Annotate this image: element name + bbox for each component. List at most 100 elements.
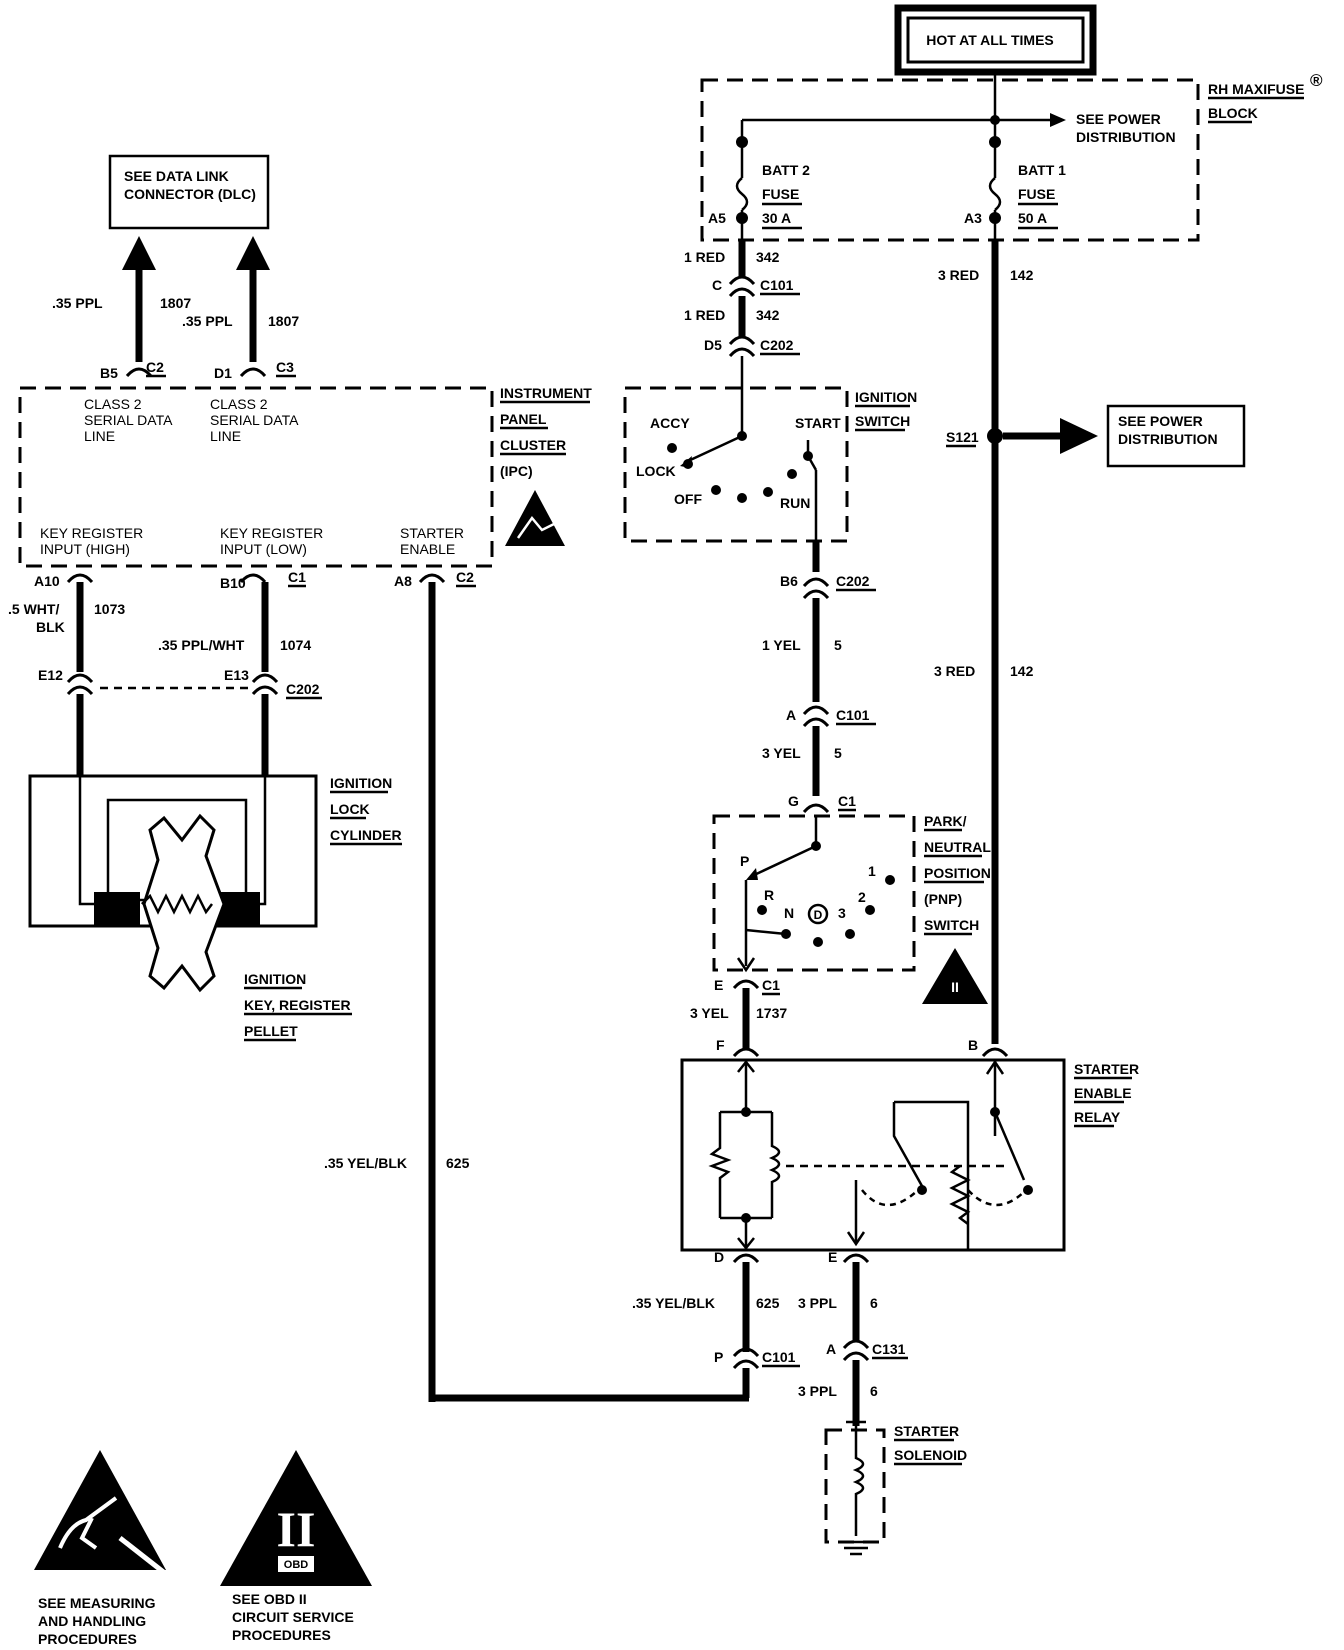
splice-s121: S121 bbox=[946, 429, 979, 445]
w625a-circuit: 625 bbox=[446, 1155, 470, 1171]
conn-p: P bbox=[714, 1349, 723, 1365]
w142b-gauge: 3 RED bbox=[934, 663, 975, 679]
w625a-gauge: .35 YEL/BLK bbox=[324, 1155, 407, 1171]
w1737-gauge: 3 YEL bbox=[690, 1005, 729, 1021]
solenoid-label-1: STARTER bbox=[894, 1423, 959, 1439]
pnp-1: 1 bbox=[868, 863, 876, 879]
pnp-switch: PARK/ NEUTRAL POSITION (PNP) SWITCH P R … bbox=[712, 813, 991, 973]
wire-1807: .35 PPL 1807 .35 PPL 1807 B5 C2 D1 C3 bbox=[52, 236, 299, 381]
w1807a-gauge: .35 PPL bbox=[52, 295, 103, 311]
w6b-gauge: 3 PPL bbox=[798, 1383, 837, 1399]
w1073-gauge-2: BLK bbox=[36, 619, 65, 635]
lock-cyl-label-2: LOCK bbox=[330, 801, 370, 817]
conn-d5-pin: D5 bbox=[704, 337, 722, 353]
class2b-1: CLASS 2 bbox=[210, 396, 268, 412]
legend-obd-symbol: II bbox=[277, 1501, 316, 1557]
conn-c101c: C101 bbox=[762, 1349, 796, 1365]
relay-label-2: ENABLE bbox=[1074, 1085, 1132, 1101]
starter-solenoid: STARTER SOLENOID bbox=[824, 1420, 967, 1556]
wire-625: .35 YEL/BLK 625 bbox=[324, 582, 470, 1402]
w1073-gauge-1: .5 WHT/ bbox=[8, 601, 59, 617]
ipc-label-1: INSTRUMENT bbox=[500, 385, 592, 401]
pin-b5: B5 bbox=[100, 365, 118, 381]
maxifuse-title: RH MAXIFUSE bbox=[1208, 81, 1304, 97]
key-pellet-label-1: IGNITION bbox=[244, 971, 306, 987]
w342b-circuit: 342 bbox=[756, 307, 780, 323]
ign-lock: LOCK bbox=[636, 463, 676, 479]
pin-b10: B10 bbox=[220, 575, 246, 591]
w625b-gauge: .35 YEL/BLK bbox=[632, 1295, 715, 1311]
key-high-1: KEY REGISTER bbox=[40, 525, 143, 541]
w342a-circuit: 342 bbox=[756, 249, 780, 265]
legend-esd-1: SEE MEASURING bbox=[38, 1595, 156, 1611]
ipc-lower-pins: A10 B10 C1 A8 C2 bbox=[34, 569, 476, 591]
conn-e-pnp: E bbox=[714, 977, 723, 993]
pin-a8: A8 bbox=[394, 573, 412, 589]
ipc-label-3: CLUSTER bbox=[500, 437, 566, 453]
ign-start: START bbox=[795, 415, 841, 431]
see-power-dist-2b: DISTRIBUTION bbox=[1118, 431, 1218, 447]
w5b-circuit: 5 bbox=[834, 745, 842, 761]
batt1-label: BATT 1 bbox=[1018, 162, 1066, 178]
w1737-circuit: 1737 bbox=[756, 1005, 787, 1021]
pnp-label-1: PARK/ bbox=[924, 813, 967, 829]
ign-switch-label-2: SWITCH bbox=[855, 413, 910, 429]
maxifuse-block-label: BLOCK bbox=[1208, 105, 1258, 121]
conn-b6: B6 bbox=[780, 573, 798, 589]
pnp-label-5: SWITCH bbox=[924, 917, 979, 933]
w1074-circuit: 1074 bbox=[280, 637, 311, 653]
w6a-circuit: 6 bbox=[870, 1295, 878, 1311]
w1807b-circuit: 1807 bbox=[268, 313, 299, 329]
legend-obd-2: CIRCUIT SERVICE bbox=[232, 1609, 354, 1625]
w142a-gauge: 3 RED bbox=[938, 267, 979, 283]
dlc-box: SEE DATA LINK CONNECTOR (DLC) bbox=[108, 154, 270, 230]
lock-cyl-label-1: IGNITION bbox=[330, 775, 392, 791]
conn-e12: E12 bbox=[38, 667, 63, 683]
wire-1737: E C1 3 YEL 1737 F bbox=[690, 977, 787, 1058]
w5b-gauge: 3 YEL bbox=[762, 745, 801, 761]
maxifuse-block: RH MAXIFUSE ® BLOCK SEE POWER DISTRIBUTI… bbox=[700, 71, 1323, 250]
key-low-2: INPUT (LOW) bbox=[220, 541, 307, 557]
key-pellet-label-2: KEY, REGISTER bbox=[244, 997, 351, 1013]
batt2-rating: 30 A bbox=[762, 210, 791, 226]
key-low-1: KEY REGISTER bbox=[220, 525, 323, 541]
w342b-gauge: 1 RED bbox=[684, 307, 725, 323]
w625b-circuit: 625 bbox=[756, 1295, 780, 1311]
ign-run: RUN bbox=[780, 495, 810, 511]
lock-cyl-label-3: CYLINDER bbox=[330, 827, 402, 843]
conn-f: F bbox=[716, 1037, 725, 1053]
class2a-2: SERIAL DATA bbox=[84, 412, 173, 428]
conn-c202a: C202 bbox=[286, 681, 320, 697]
pin-d1: D1 bbox=[214, 365, 232, 381]
ipc-label-4: (IPC) bbox=[500, 463, 533, 479]
conn-b: B bbox=[968, 1037, 978, 1053]
dlc-line2: CONNECTOR (DLC) bbox=[124, 186, 256, 202]
conn-e-relay: E bbox=[828, 1249, 837, 1265]
conn-g: G bbox=[788, 793, 799, 809]
ipc-label-2: PANEL bbox=[500, 411, 547, 427]
hot-at-all-times-label: HOT AT ALL TIMES bbox=[926, 32, 1054, 48]
pnp-obd-symbol: II bbox=[951, 979, 959, 995]
ignition-lock-cylinder: IGNITION LOCK CYLINDER IGNITION KEY, REG… bbox=[28, 774, 402, 1042]
legend-esd-2: AND HANDLING bbox=[38, 1613, 146, 1629]
key-high-2: INPUT (HIGH) bbox=[40, 541, 130, 557]
starter-enable-2: ENABLE bbox=[400, 541, 455, 557]
see-power-dist-2a: SEE POWER bbox=[1118, 413, 1203, 429]
wires-1073-1074: .5 WHT/ BLK 1073 E12 .35 PPL/WHT 1074 E1… bbox=[8, 582, 322, 776]
pin-a10: A10 bbox=[34, 573, 60, 589]
pnp-r: R bbox=[764, 887, 774, 903]
dlc-line1: SEE DATA LINK bbox=[124, 168, 229, 184]
w342a-gauge: 1 RED bbox=[684, 249, 725, 265]
hot-at-all-times-box: HOT AT ALL TIMES bbox=[894, 4, 1097, 76]
wire-142: 3 RED 142 S121 SEE POWER DISTRIBUTION 3 … bbox=[934, 240, 1246, 1058]
class2a-1: CLASS 2 bbox=[84, 396, 142, 412]
conn-c202c: C202 bbox=[836, 573, 870, 589]
relay-label-1: STARTER bbox=[1074, 1061, 1139, 1077]
key-pellet-label-3: PELLET bbox=[244, 1023, 298, 1039]
batt2-label: BATT 2 bbox=[762, 162, 810, 178]
w6a-gauge: 3 PPL bbox=[798, 1295, 837, 1311]
pnp-label-4: (PNP) bbox=[924, 891, 962, 907]
conn-c1b: C1 bbox=[762, 977, 780, 993]
